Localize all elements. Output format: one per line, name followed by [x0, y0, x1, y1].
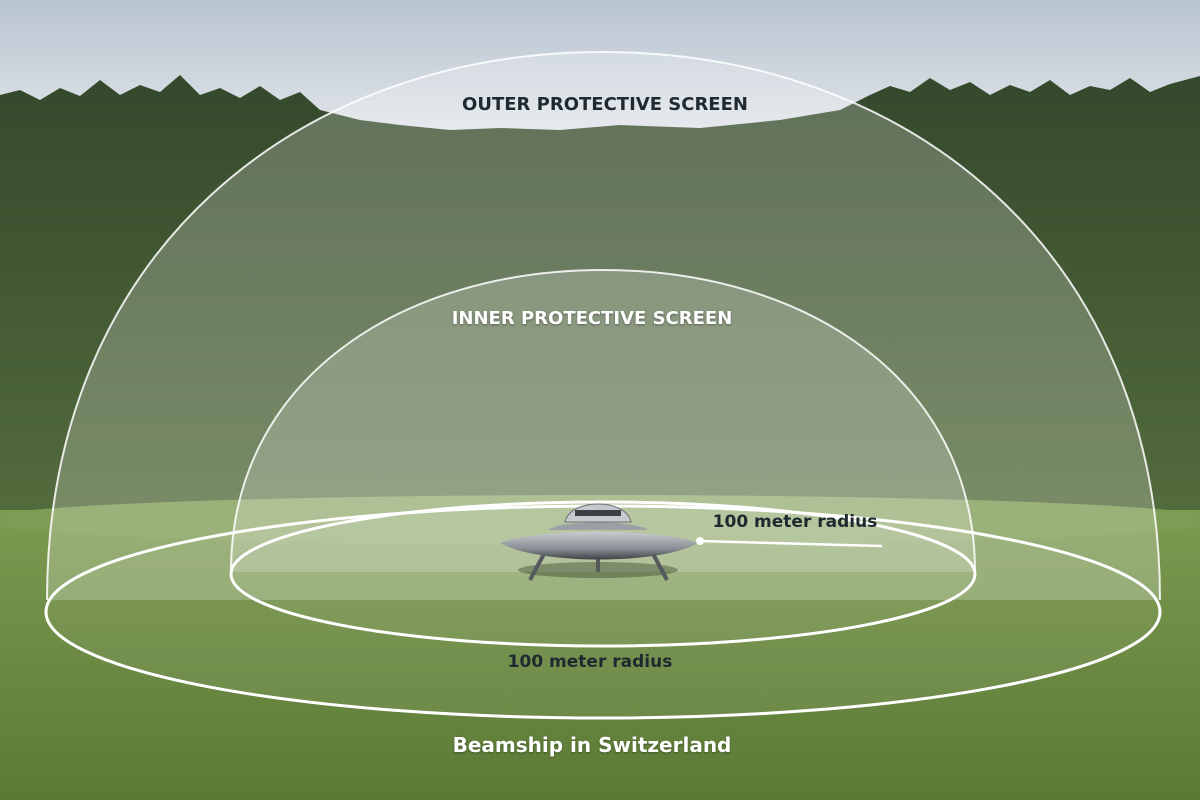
- beamship: [500, 503, 698, 581]
- inner-radius-label: 100 meter radius: [712, 512, 878, 532]
- inner-screen-label: INNER PROTECTIVE SCREEN: [451, 308, 733, 329]
- outer-dome: [46, 50, 1161, 601]
- inner-radius-ring: [229, 500, 977, 648]
- caption: Beamship in Switzerland: [452, 733, 732, 757]
- inner-dome: [230, 268, 976, 573]
- radius-line: [699, 539, 883, 548]
- forest: [0, 75, 1200, 560]
- outer-radius-label: 100 meter radius: [507, 652, 673, 672]
- outer-screen-label: OUTER PROTECTIVE SCREEN: [462, 94, 748, 115]
